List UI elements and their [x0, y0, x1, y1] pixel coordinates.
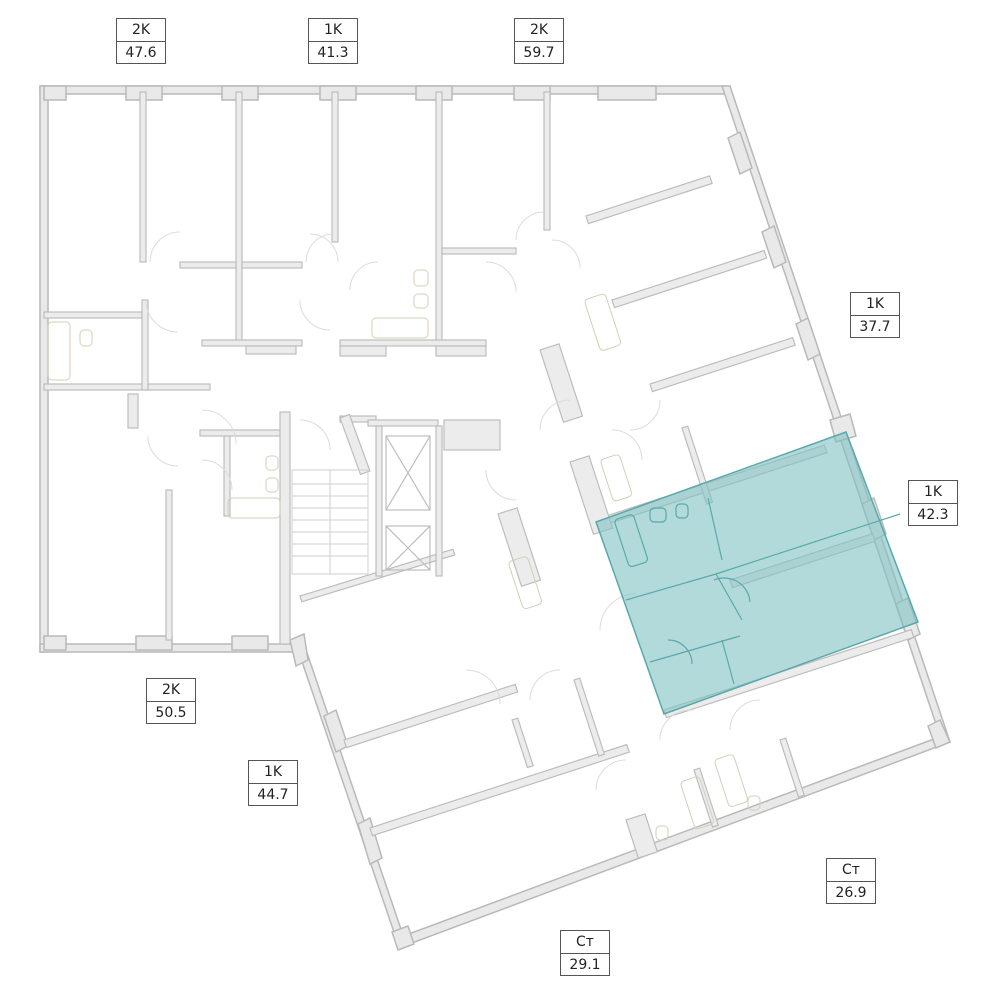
- unit-type: Ст: [561, 931, 609, 954]
- elevator-1: [385, 435, 431, 511]
- unit-label-1k-41-3[interactable]: 1K 41.3: [308, 18, 358, 64]
- unit-area: 47.6: [125, 45, 157, 61]
- unit-area: 50.5: [155, 705, 187, 721]
- unit-type: 1K: [909, 481, 957, 504]
- unit-label-1k-44-7[interactable]: 1K 44.7: [248, 760, 298, 806]
- unit-type: 1K: [309, 19, 357, 42]
- unit-area: 26.9: [835, 885, 867, 901]
- elevator-2: [385, 525, 431, 571]
- door-swings: [145, 211, 761, 791]
- unit-area: 42.3: [917, 507, 949, 523]
- unit-label-2k-59-7[interactable]: 2K 59.7: [514, 18, 564, 64]
- unit-area: 37.7: [859, 319, 891, 335]
- interior-walls: [43, 91, 915, 859]
- unit-type: 1K: [851, 293, 899, 316]
- unit-area: 29.1: [569, 957, 601, 973]
- unit-label-st-26-9[interactable]: Ст 26.9: [826, 858, 876, 904]
- unit-type: 2K: [117, 19, 165, 42]
- unit-type: 1K: [249, 761, 297, 784]
- unit-area: 44.7: [257, 787, 289, 803]
- unit-type: 2K: [515, 19, 563, 42]
- selected-unit-highlight[interactable]: [595, 431, 919, 715]
- unit-label-st-29-1[interactable]: Ст 29.1: [560, 930, 610, 976]
- unit-area: 59.7: [523, 45, 555, 61]
- unit-type: 2K: [147, 679, 195, 702]
- stairwell: [291, 469, 369, 575]
- unit-type: Ст: [827, 859, 875, 882]
- unit-area: 41.3: [317, 45, 349, 61]
- unit-label-2k-47-6[interactable]: 2K 47.6: [116, 18, 166, 64]
- unit-label-1k-37-7[interactable]: 1K 37.7: [850, 292, 900, 338]
- unit-label-2k-50-5[interactable]: 2K 50.5: [146, 678, 196, 724]
- bathroom-fixtures: [47, 269, 761, 841]
- unit-label-1k-42-3[interactable]: 1K 42.3: [908, 480, 958, 526]
